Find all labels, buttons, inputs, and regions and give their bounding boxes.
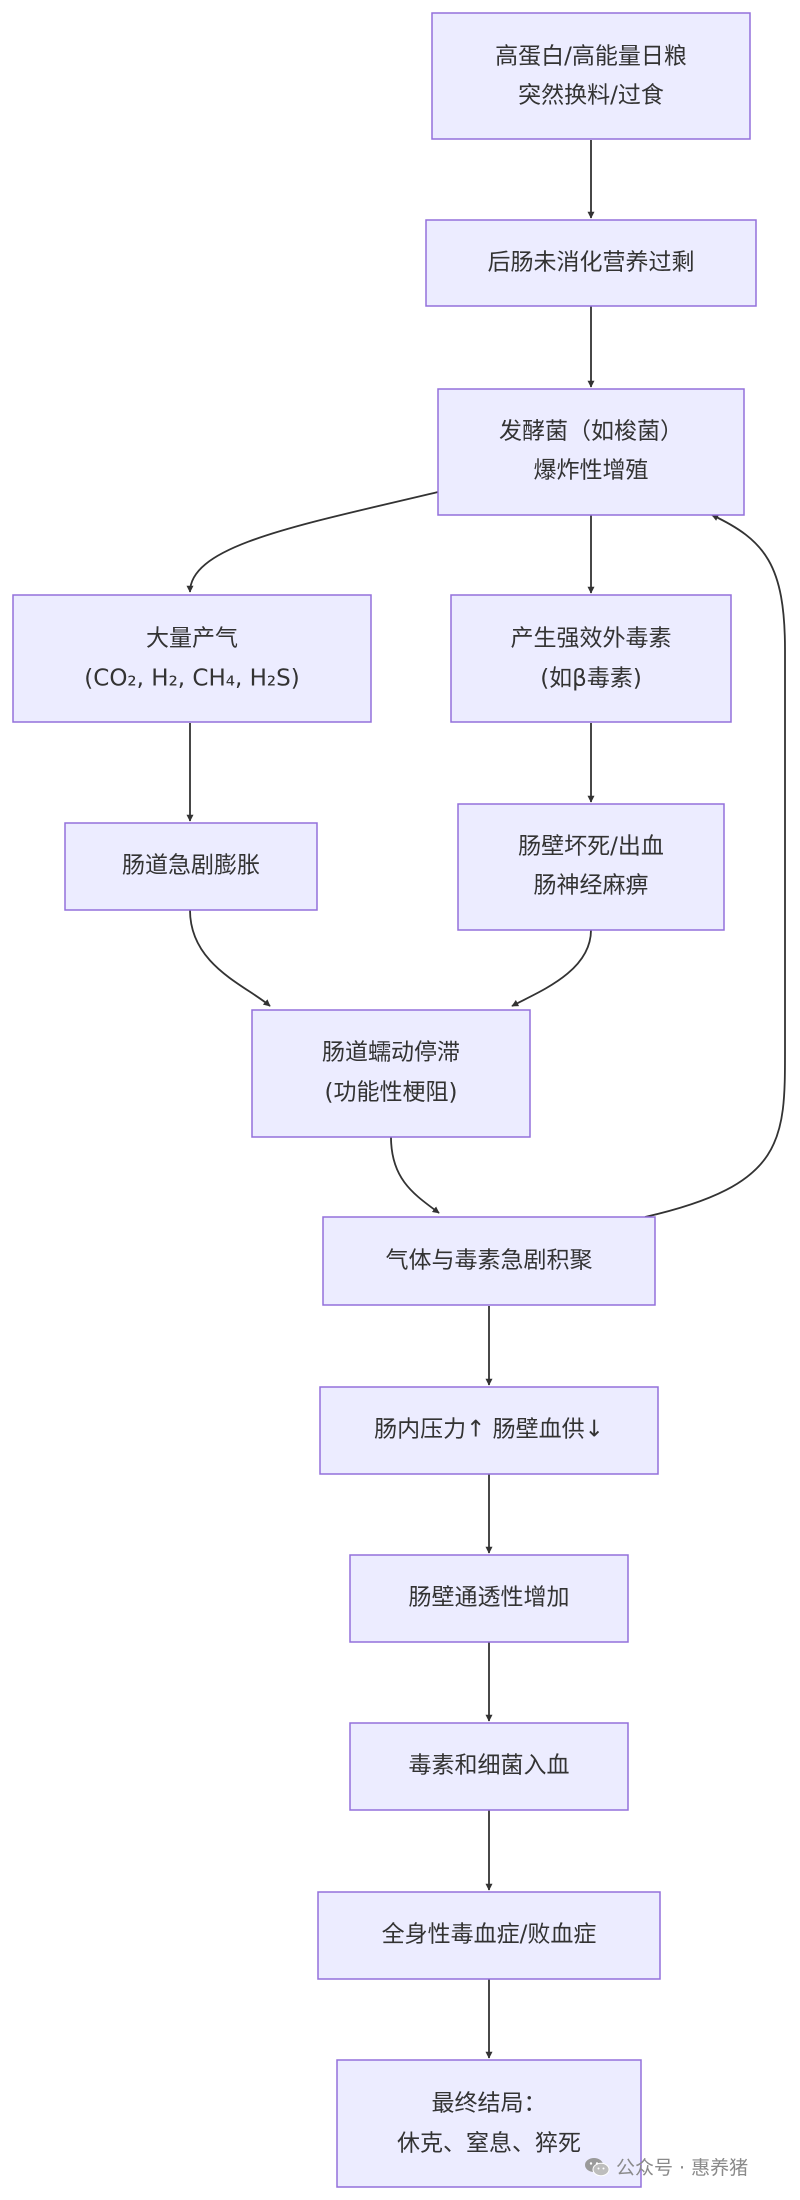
- node-gas-toxin-accumulation: 气体与毒素急剧积聚: [322, 1216, 656, 1306]
- node-hindgut-nutrient-surplus-label: 后肠未消化营养过剩: [488, 250, 695, 276]
- node-pressure-blood-supply: 肠内压力↑ 肠壁血供↓: [319, 1386, 659, 1475]
- node-high-protein-diet-line-1: 高蛋白/高能量日粮: [495, 44, 687, 70]
- node-fermenting-bacteria-line-1: 发酵菌（如梭菌）: [499, 419, 683, 445]
- node-peristalsis-arrest: 肠道蠕动停滞 (功能性梗阻): [251, 1009, 531, 1138]
- node-high-protein-diet-line-2: 突然换料/过食: [518, 83, 664, 109]
- node-exotoxin-line-1: 产生强效外毒素: [511, 626, 672, 652]
- node-peristalsis-arrest-line-1: 肠道蠕动停滞: [322, 1040, 460, 1066]
- edge-n7-n8: [511, 929, 592, 1007]
- edge-n8-n9: [390, 1136, 440, 1214]
- wechat-icon: [585, 2157, 610, 2176]
- node-wall-permeability: 肠壁通透性增加: [349, 1554, 629, 1643]
- edge-n3-n4: [186, 491, 439, 593]
- node-massive-gas-line-2: (CO₂, H₂, CH₄, H₂S): [84, 666, 299, 692]
- edge-n6-n8: [189, 909, 271, 1007]
- node-gas-toxin-accumulation-label: 气体与毒素急剧积聚: [386, 1248, 593, 1274]
- node-massive-gas-line-1: 大量产气: [146, 626, 238, 652]
- node-toxins-enter-blood-label: 毒素和细菌入血: [409, 1753, 570, 1779]
- node-wall-necrosis-line-1: 肠壁坏死/出血: [518, 834, 664, 860]
- watermark: 公众号 · 惠养猪: [584, 2153, 748, 2180]
- node-wall-permeability-label: 肠壁通透性增加: [409, 1585, 570, 1611]
- node-hindgut-nutrient-surplus: 后肠未消化营养过剩: [425, 219, 757, 307]
- node-massive-gas-production: 大量产气 (CO₂, H₂, CH₄, H₂S): [12, 594, 372, 723]
- nodes-group: 高蛋白/高能量日粮 突然换料/过食 后肠未消化营养过剩 发酵菌（如梭菌） 爆炸性…: [12, 12, 757, 2188]
- node-systemic-toxemia-label: 全身性毒血症/败血症: [382, 1922, 597, 1948]
- edge-n9-n3: [644, 514, 786, 1218]
- watermark-text: 公众号 · 惠养猪: [616, 2157, 749, 2179]
- node-fermenting-bacteria-proliferation: 发酵菌（如梭菌） 爆炸性增殖: [437, 388, 745, 516]
- node-exotoxin-production: 产生强效外毒素 (如β毒素): [450, 594, 732, 723]
- node-final-outcome-line-1: 最终结局：: [432, 2091, 547, 2117]
- node-fermenting-bacteria-line-2: 爆炸性增殖: [534, 458, 649, 484]
- node-wall-necrosis-hemorrhage: 肠壁坏死/出血 肠神经麻痹: [457, 803, 725, 931]
- node-toxins-enter-blood: 毒素和细菌入血: [349, 1722, 629, 1811]
- node-pressure-blood-supply-label: 肠内压力↑ 肠壁血供↓: [374, 1417, 604, 1443]
- node-final-outcome-line-2: 休克、窒息、猝死: [397, 2131, 581, 2157]
- node-systemic-toxemia-sepsis: 全身性毒血症/败血症: [317, 1891, 661, 1980]
- edges-group: [186, 140, 786, 2059]
- node-peristalsis-arrest-line-2: (功能性梗阻): [325, 1080, 458, 1106]
- node-intestinal-distension: 肠道急剧膨胀: [64, 822, 318, 911]
- node-high-protein-diet: 高蛋白/高能量日粮 突然换料/过食: [431, 12, 751, 140]
- node-intestinal-distension-label: 肠道急剧膨胀: [122, 853, 260, 879]
- node-exotoxin-line-2: (如β毒素): [540, 666, 642, 692]
- node-wall-necrosis-line-2: 肠神经麻痹: [534, 873, 649, 899]
